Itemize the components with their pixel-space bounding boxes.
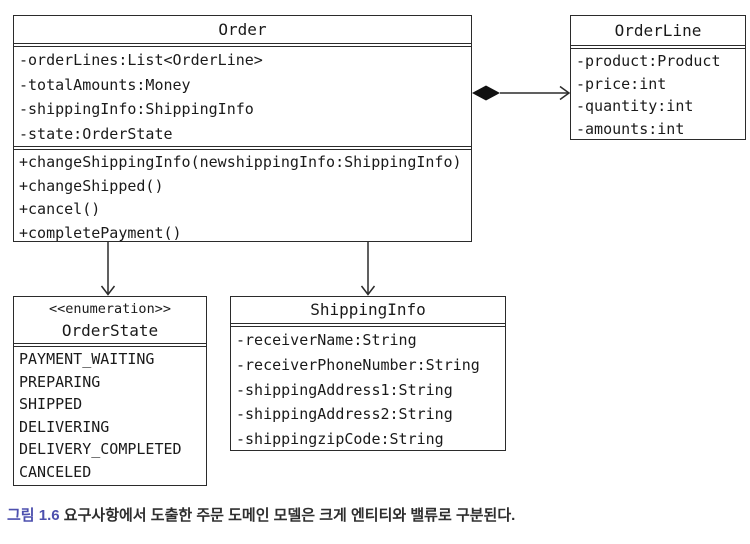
enum-value-row: PAYMENT_WAITING — [19, 350, 155, 368]
arrowhead-right-icon — [559, 85, 571, 101]
compartment-divider — [14, 43, 471, 47]
arrowhead-down-icon — [360, 285, 376, 296]
attributes-compartment: -orderLines:List<OrderLine> -totalAmount… — [14, 47, 471, 146]
enum-value-row: SHIPPED — [19, 395, 83, 413]
class-title: ShippingInfo — [310, 300, 426, 319]
attribute-row: -quantity:int — [576, 97, 694, 115]
attributes-compartment: -product:Product -price:int -quantity:in… — [571, 49, 745, 140]
attribute-row: -shippingzipCode:String — [236, 430, 444, 449]
attribute-row: -shippingInfo:ShippingInfo — [19, 100, 254, 118]
figure-caption-label: 그림 1.6 — [7, 507, 60, 524]
enum-value-row: CANCELED — [19, 462, 92, 481]
attribute-row: -receiverPhoneNumber:String — [236, 355, 480, 374]
method-row: +completePayment() — [19, 223, 182, 242]
class-box-orderstate: <<enumeration>> OrderState PAYMENT_WAITI… — [13, 296, 207, 486]
attributes-compartment: -receiverName:String -receiverPhoneNumbe… — [231, 327, 505, 452]
attribute-row: -orderLines:List<OrderLine> — [19, 51, 263, 69]
attribute-row: -amounts:int — [576, 119, 685, 138]
compartment-divider — [14, 146, 471, 150]
method-row: +changeShipped() — [19, 176, 164, 195]
class-title: OrderState — [61, 321, 159, 340]
enum-value-row: DELIVERING — [19, 417, 110, 436]
attribute-row: -receiverName:String — [236, 331, 417, 349]
figure-caption: 그림 1.6 요구사항에서 도출한 주문 도메인 모델은 크게 엔티티와 밸류로… — [7, 504, 515, 525]
enum-value-row: PREPARING — [19, 372, 101, 391]
class-box-orderline: OrderLine -product:Product -price:int -q… — [570, 15, 746, 140]
composition-diamond-icon — [472, 85, 500, 101]
attribute-row: -product:Product — [576, 52, 721, 70]
attribute-row: -state:OrderState — [19, 124, 173, 143]
arrowhead-down-icon — [100, 285, 116, 296]
method-row: +changeShippingInfo(newshippingInfo:Ship… — [19, 153, 462, 171]
attribute-row: -totalAmounts:Money — [19, 75, 191, 94]
enum-values-compartment: PAYMENT_WAITING PREPARING SHIPPED DELIVE… — [14, 347, 206, 483]
compartment-divider — [571, 45, 745, 49]
attribute-row: -price:int — [576, 74, 667, 93]
attribute-row: -shippingAddress1:String — [236, 380, 453, 399]
class-box-shippinginfo: ShippingInfo -receiverName:String -recei… — [230, 296, 506, 451]
compartment-divider — [14, 343, 206, 347]
methods-compartment: +changeShippingInfo(newshippingInfo:Ship… — [14, 150, 471, 245]
compartment-divider — [231, 323, 505, 327]
class-box-order: Order -orderLines:List<OrderLine> -total… — [13, 15, 472, 242]
enum-value-row: DELIVERY_COMPLETED — [19, 440, 182, 458]
method-row: +cancel() — [19, 200, 101, 218]
class-title: Order — [218, 20, 267, 39]
class-title: OrderLine — [614, 21, 702, 40]
enum-stereotype: <<enumeration>> — [49, 301, 171, 317]
attribute-row: -shippingAddress2:String — [236, 405, 453, 424]
figure-caption-text: 요구사항에서 도출한 주문 도메인 모델은 크게 엔티티와 밸류로 구분된다. — [63, 507, 516, 524]
enum-title-block: <<enumeration>> OrderState — [14, 297, 206, 343]
